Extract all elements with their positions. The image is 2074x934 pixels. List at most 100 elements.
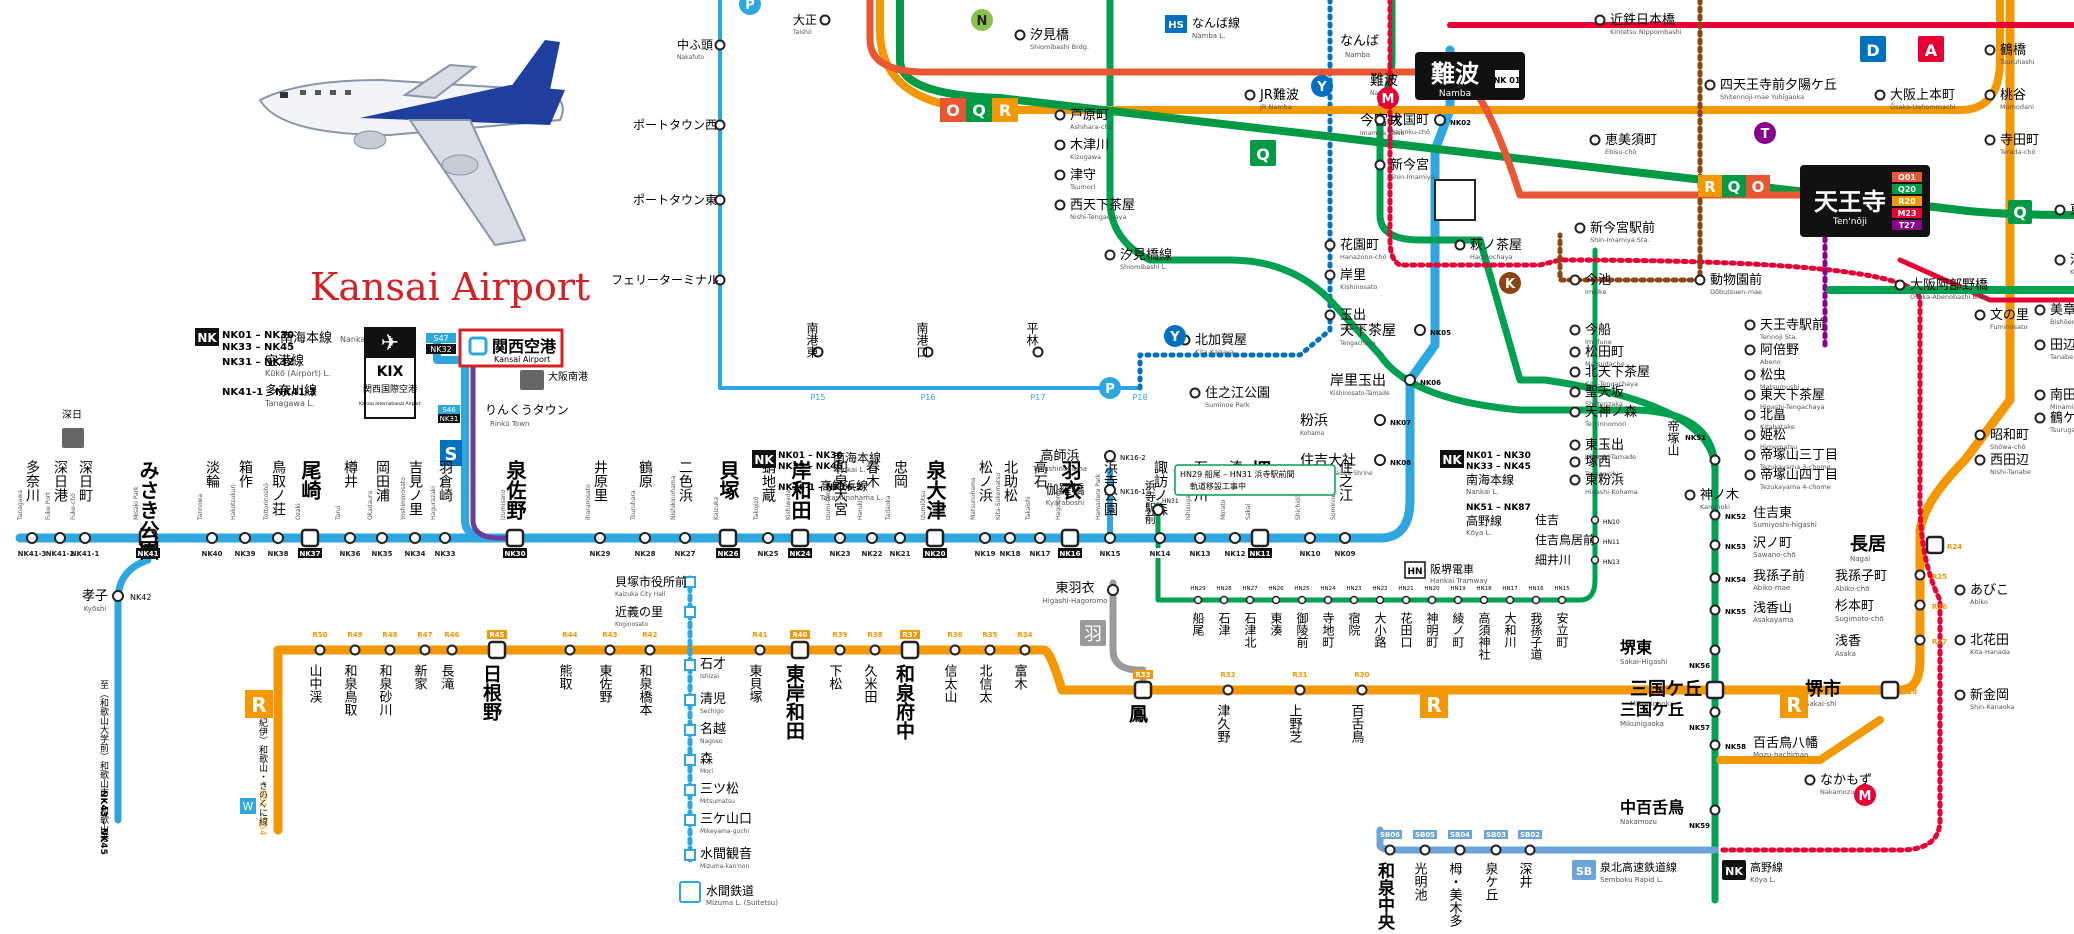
station-central-48[interactable]: 河堀口Koboreguchi — [2054, 253, 2074, 276]
station-central-59[interactable]: ポートタウン西 — [633, 118, 726, 132]
station-central-57[interactable]: 東部市 — [2054, 202, 2074, 218]
station-kyaraboshi[interactable]: 伽羅橋 Kyaraboshi NK16-1 — [1045, 483, 1145, 507]
station-central-64[interactable]: 平林 — [1025, 322, 1044, 358]
station-central-49[interactable]: 美章園Bishōen — [2034, 302, 2074, 326]
station-central-62[interactable]: 南港東 — [805, 321, 824, 358]
station-central-52[interactable]: 鶴ケ丘Tsurugaoka — [2034, 410, 2074, 434]
station-central-61[interactable]: フェリーターミナル — [611, 273, 726, 287]
station-central-60[interactable]: ポートタウン東 — [633, 193, 726, 207]
station-kansai-airport-pier[interactable]: 大阪南港 — [520, 370, 588, 390]
station-takashinohama[interactable]: 高師浜 Takashinohama NK16-2 — [1032, 448, 1146, 473]
station-higashi-hagoromo[interactable]: 東羽衣 Higashi-Hagoromo — [1043, 580, 1119, 605]
station-kyoshi[interactable]: 孝子 Kyōshi NK42 — [82, 589, 151, 613]
station-namba[interactable]: 難波 Namba NK 01 — [1415, 52, 1525, 100]
